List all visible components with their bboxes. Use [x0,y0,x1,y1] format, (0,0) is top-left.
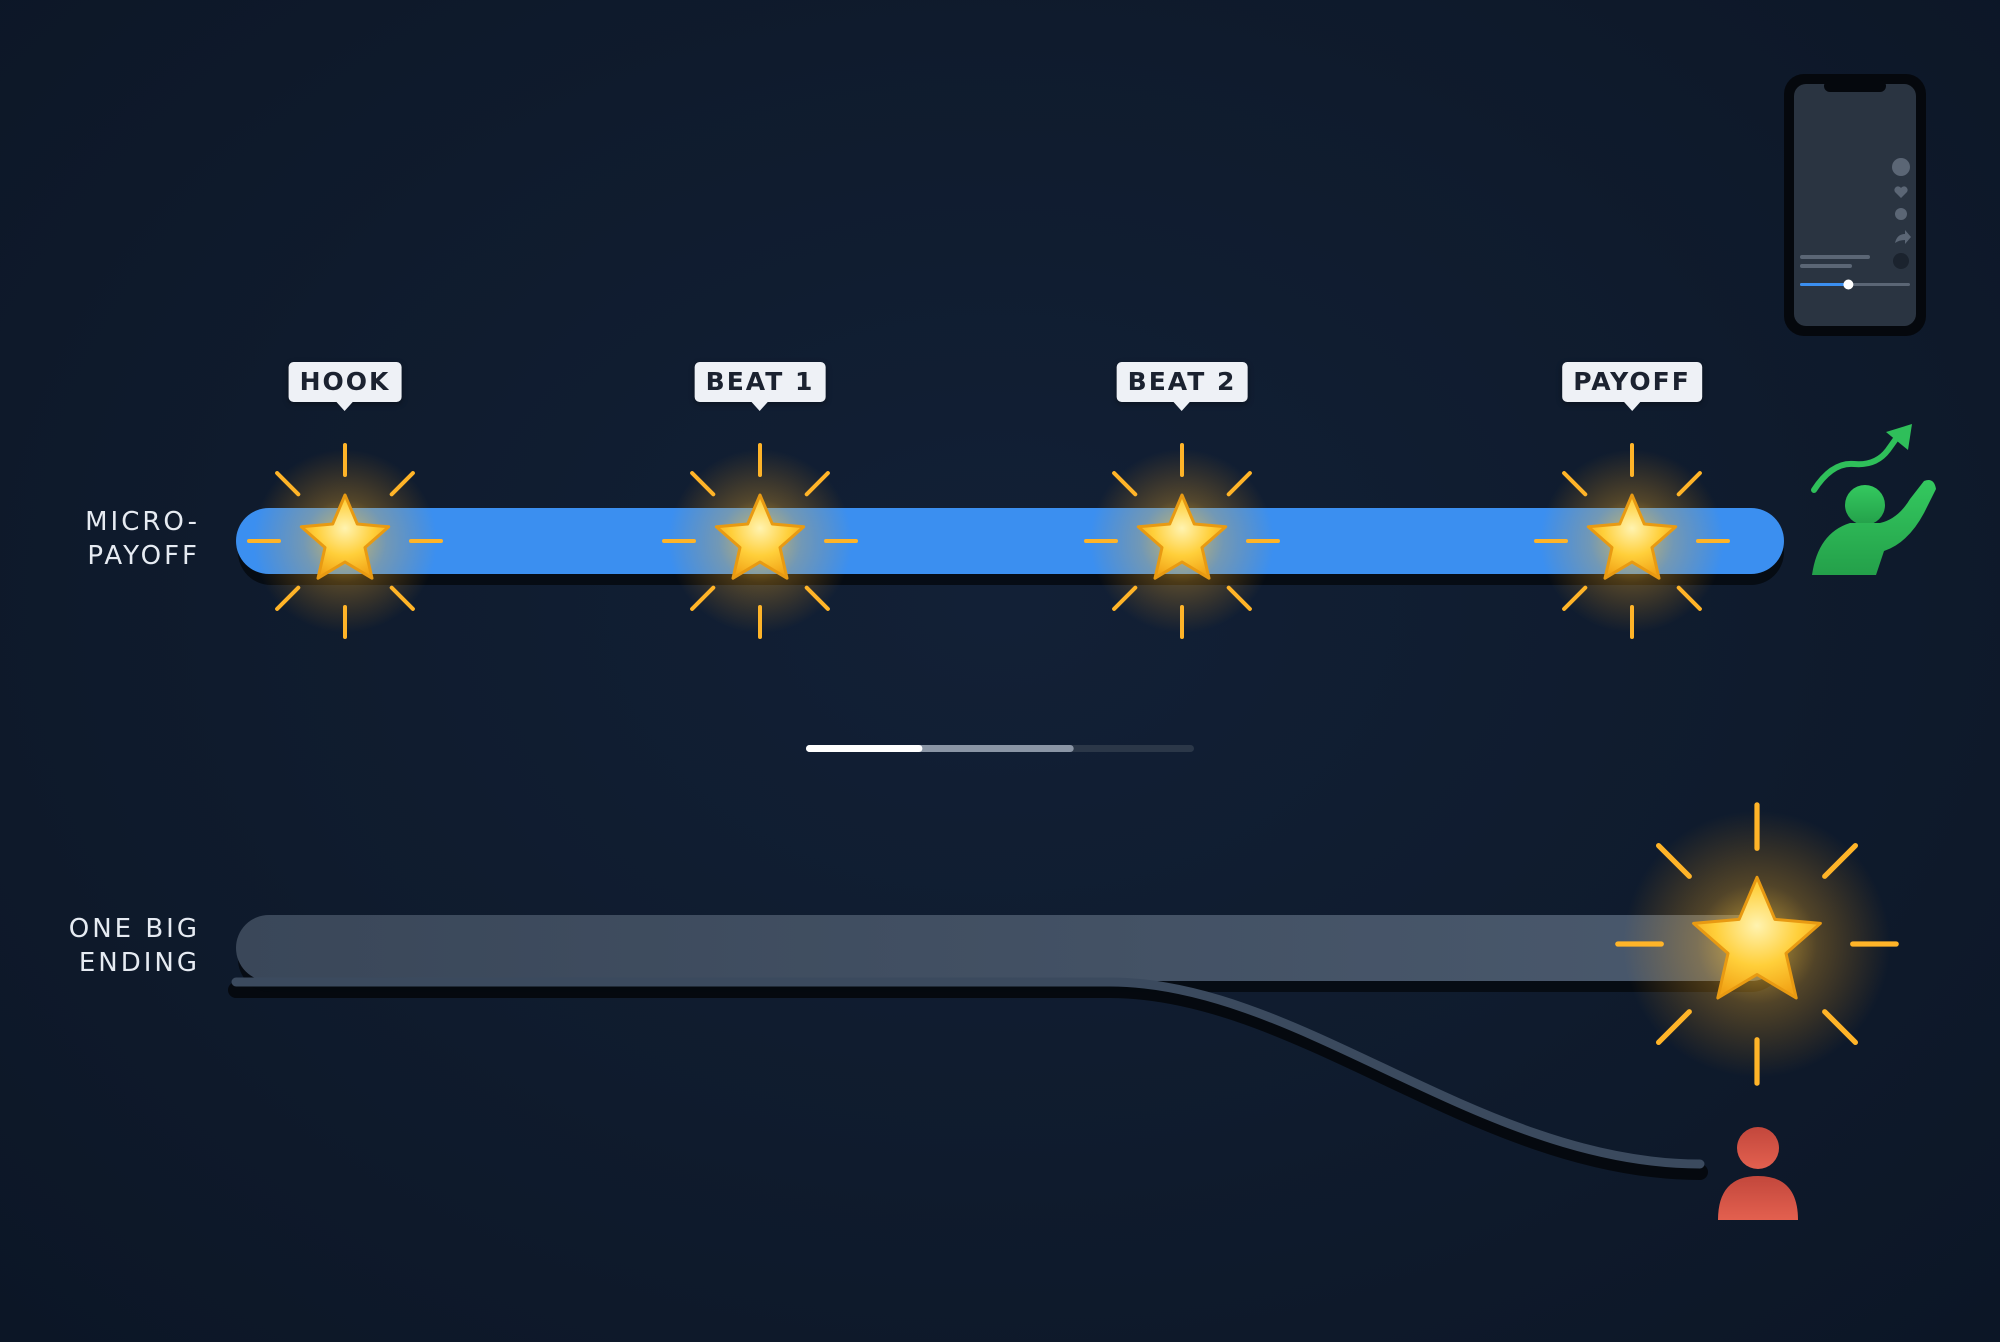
star-burst-beat-1 [662,443,858,639]
star-burst-hook [247,443,443,639]
phone-share-icon [1895,230,1911,244]
star-icon [1586,493,1678,580]
star-icon [299,493,391,580]
row-label-micro-payoff: MICRO- PAYOFF [85,507,200,571]
star-burst-hook-rays [247,443,443,639]
phone-comment-dot [1895,208,1907,220]
big-ending-bar [236,915,1784,981]
progress-divider [806,745,1194,752]
beat-tag-payoff: PAYOFF [1562,362,1702,411]
star-burst-beat-2 [1084,443,1280,639]
star-burst-big-ending [1615,802,1899,1086]
dropped-viewer-icon [1718,1127,1798,1220]
star-burst-big-ending-rays [1615,802,1899,1086]
phone-heart-icon [1894,186,1908,198]
star-icon [714,493,806,580]
big-ending-star [1615,802,1899,1086]
star-burst-beat-2-rays [1084,443,1280,639]
star-burst-payoff-rays [1534,443,1730,639]
star-burst-payoff [1534,443,1730,639]
beat-tag-beat-1: BEAT 1 [694,362,826,411]
micro-payoff-bar [236,508,1784,574]
star-icon [1136,493,1228,580]
beat-tag-hook: HOOK [288,362,402,411]
phone-icon [1784,74,1926,336]
star-icon [1692,875,1822,1000]
engaged-viewer-icon [1812,480,1936,575]
drop-off-curve-shadow [228,982,1708,1180]
beat-stars [247,443,1730,639]
drop-off-curve [231,977,1705,1169]
row-label-one-big-ending: ONE BIG ENDING [68,914,200,978]
star-burst-beat-1-rays [662,443,858,639]
phone-progress-bar [1800,279,1910,290]
beat-tag-beat-2: BEAT 2 [1116,362,1248,411]
phone-music-disc [1893,253,1909,269]
trend-up-arrow-icon [1811,424,1912,493]
phone-avatar-dot [1892,158,1910,176]
